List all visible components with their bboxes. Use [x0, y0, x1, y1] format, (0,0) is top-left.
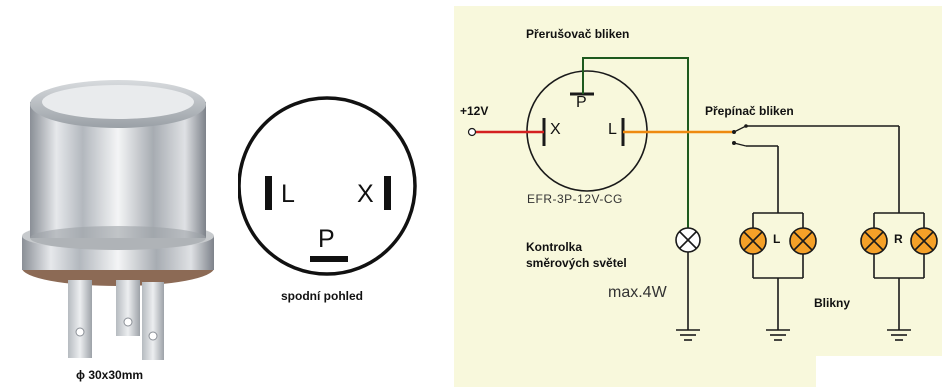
right-blinker-group	[860, 212, 938, 330]
right-group-label: R	[894, 232, 903, 246]
schematic-canvas	[454, 6, 942, 387]
left-group-label: L	[773, 232, 781, 246]
relay-size-label: ϕ 30x30mm	[76, 368, 144, 382]
indicator-label-line2: směrových světel	[526, 256, 627, 270]
relay-product-photo: ϕ 30x30mm	[0, 0, 230, 387]
wiring-schematic: Přerušovač bliken +12V P X L EFR-3P-12V-…	[446, 0, 942, 387]
bottom-view-pin-p: P	[318, 225, 335, 253]
schematic-title: Přerušovač bliken	[526, 27, 630, 41]
ground-symbol-indicator	[676, 329, 700, 341]
bottom-view-caption: spodní pohled	[281, 289, 363, 303]
switch-label: Přepínač bliken	[705, 104, 794, 118]
relay-pin-l-label: L	[608, 121, 617, 138]
bottom-view-pin-l: L	[281, 180, 295, 208]
relay-can-illustration	[22, 80, 214, 360]
ground-symbol-right	[887, 329, 911, 341]
relay-model-label: EFR-3P-12V-CG	[527, 192, 623, 206]
relay-pin-x-label: X	[550, 121, 561, 138]
relay-pins	[68, 280, 164, 360]
bottom-view-circle	[237, 96, 417, 276]
supply-voltage-label: +12V	[460, 104, 489, 118]
bottom-view-diagram: L X P spodní pohled	[237, 96, 428, 316]
supply-terminal	[467, 127, 477, 137]
blinkers-label: Blikny	[814, 296, 851, 310]
indicator-lamp-symbol	[675, 227, 701, 253]
relay-pin-p-label: P	[576, 94, 587, 111]
left-blinker-group	[739, 212, 817, 330]
bottom-view-pin-x: X	[357, 180, 374, 208]
turn-switch-symbol	[732, 124, 748, 147]
ground-symbol-left	[766, 329, 790, 341]
indicator-power-label: max.4W	[608, 284, 667, 301]
schematic-background	[454, 6, 942, 387]
indicator-label-line1: Kontrolka	[526, 240, 583, 254]
